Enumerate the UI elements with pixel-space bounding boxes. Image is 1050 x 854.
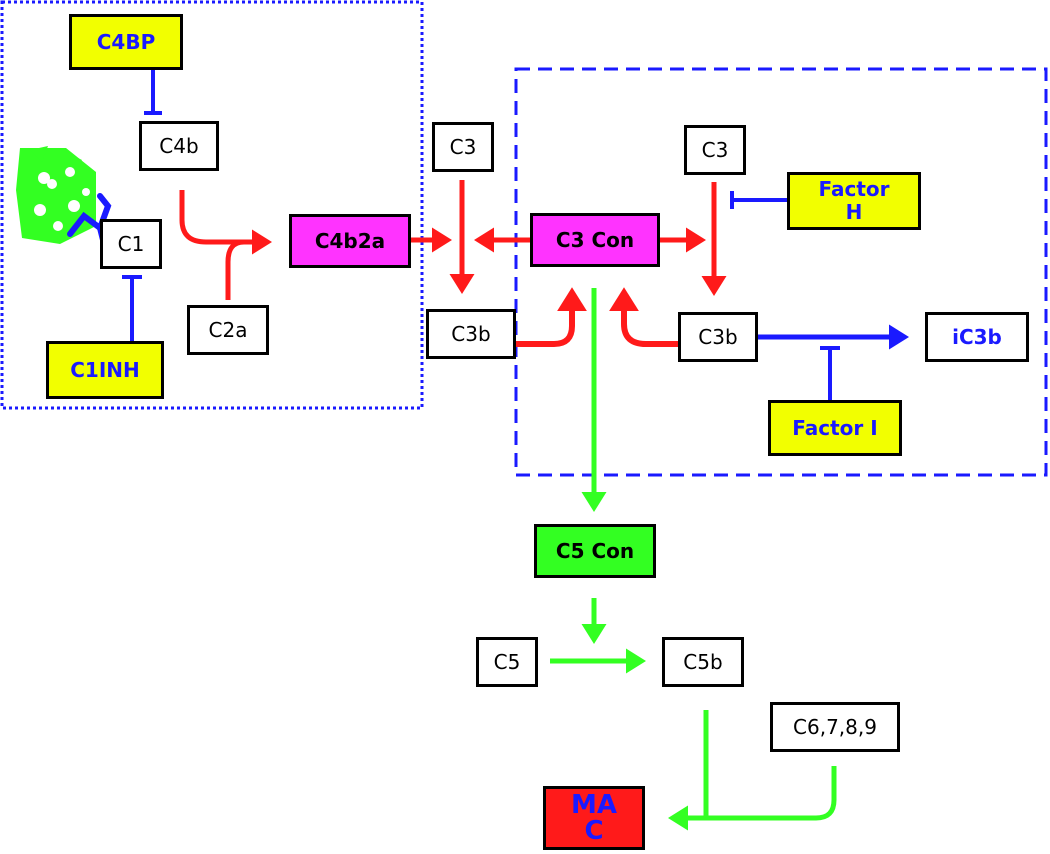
ic3b-box: iC3b [925,312,1029,362]
c3con-box: C3 Con [530,213,660,267]
c2a-joins-arrow [225,239,245,300]
c3b-right-to-c3con-arrow [609,287,678,347]
c5b-box: C5b [662,637,744,687]
c6789-to-mac-arrow [668,766,837,831]
factor-h-box: Factor H [787,172,921,230]
c6789-box: C6,7,8,9 [770,702,900,752]
c1-box: C1 [100,219,162,269]
alternative-pathway-box [514,67,1048,477]
c1inh-box: C1INH [46,341,164,399]
c3-right-box: C3 [684,125,746,175]
antigen-complex-icon [16,146,96,244]
c4bp-box: C4BP [69,14,183,70]
antigen-holes [34,167,90,231]
c5con-box: C5 Con [534,524,656,578]
c5-box: C5 [476,637,538,687]
mac-box: MA C [543,786,645,850]
c4b-to-c4b2a-arrow [179,190,272,255]
c2a-box: C2a [187,305,269,355]
c3b-left-box: C3b [426,309,516,359]
c3b-right-box: C3b [678,312,758,362]
c4b-box: C4b [139,121,219,171]
c3-left-box: C3 [432,122,494,172]
c3b-left-to-c3con-arrow [515,287,587,347]
c4b2a-box: C4b2a [289,214,411,268]
factor-i-box: Factor I [768,400,902,456]
classical-pathway-box [0,0,424,410]
